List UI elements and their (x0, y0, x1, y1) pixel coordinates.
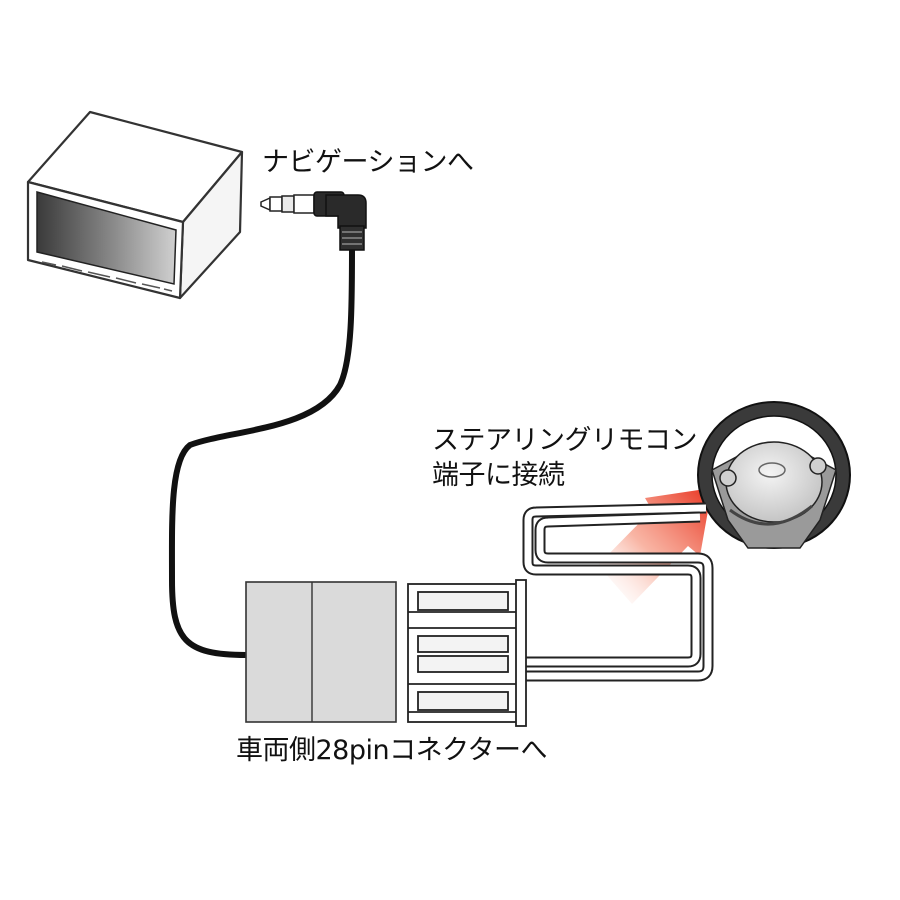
adapter-box (245, 581, 397, 723)
navigation-label: ナビゲーションへ (262, 147, 474, 178)
head-unit-buttons (41, 261, 173, 292)
steering-wheel (697, 401, 851, 549)
steering-remote-label: ステアリングリモコン 端子に接続 (432, 424, 698, 493)
remote-button-right (809, 457, 827, 475)
head-unit-screen (36, 191, 177, 285)
navigation-cable (168, 245, 355, 658)
navigation-head-unit (26, 110, 244, 300)
steering-remote-label-line2: 端子に接続 (432, 459, 565, 491)
steering-remote-wires (522, 502, 714, 682)
vehicle-connector-label: 車両側28pinコネクターへ (236, 735, 548, 766)
steering-remote-label-line1: ステアリングリモコン (432, 425, 698, 456)
mini-plug (260, 191, 367, 251)
remote-button-left (719, 469, 737, 487)
vehicle-connector-28pin (407, 579, 527, 727)
